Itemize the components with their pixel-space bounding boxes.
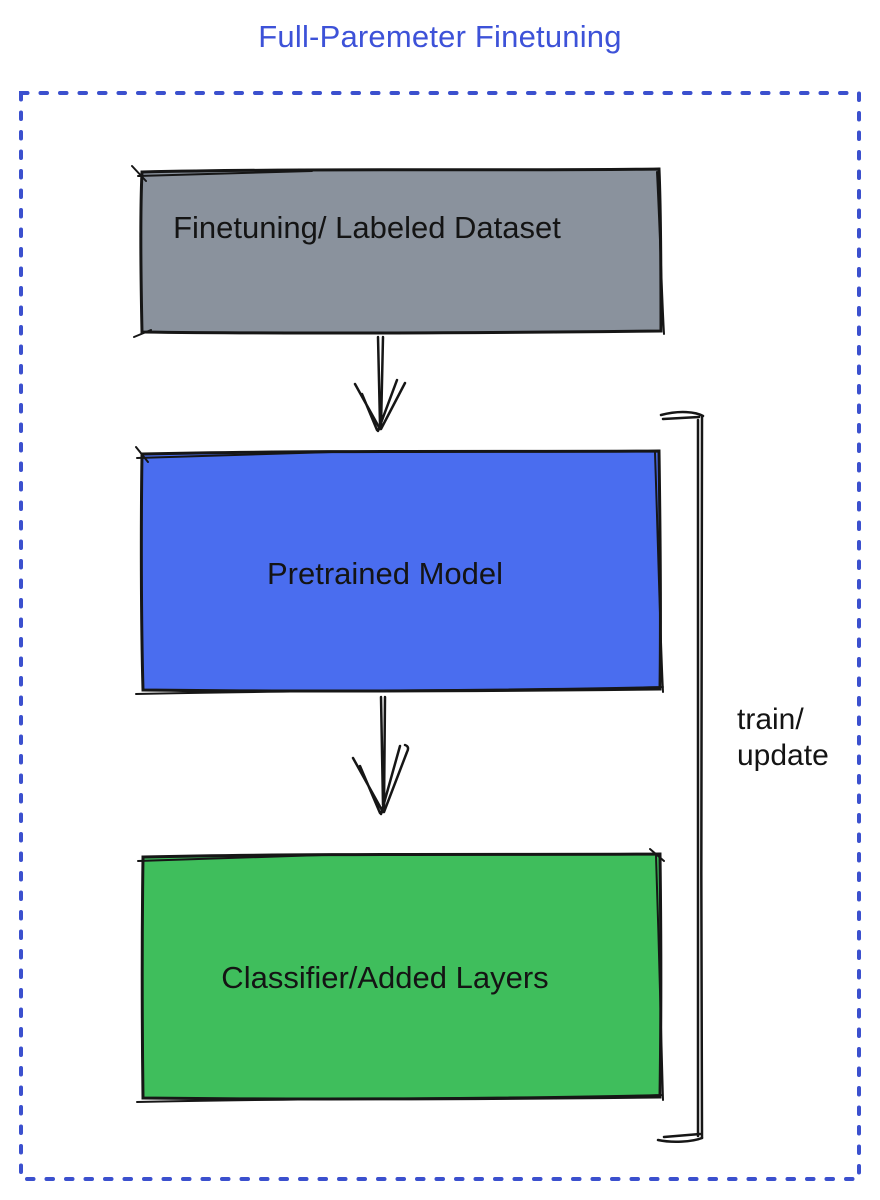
arrow-model-to-classifier-shaft bbox=[379, 695, 387, 810]
train-update-bracket-top-hook bbox=[659, 410, 705, 421]
box-classifier-added-layers bbox=[136, 848, 665, 1103]
box-pretrained-model bbox=[135, 446, 664, 695]
diagram-title: Full-Paremeter Finetuning bbox=[258, 19, 622, 54]
arrow-dataset-to-model-head bbox=[353, 378, 407, 433]
arrow-dataset-to-model bbox=[353, 335, 407, 433]
arrow-model-to-classifier bbox=[351, 695, 410, 816]
box-label-pretrained-model: Pretrained Model bbox=[266, 556, 504, 591]
arrow-model-to-classifier-head bbox=[351, 743, 410, 816]
train-update-bracket-vertical bbox=[696, 414, 704, 1140]
train-update-label: train/ update bbox=[737, 703, 829, 772]
box-label-classifier-added-layers: Classifier/Added Layers bbox=[221, 960, 549, 995]
box-finetuning-dataset bbox=[131, 165, 665, 338]
arrow-dataset-to-model-shaft bbox=[376, 335, 385, 429]
box-finetuning-dataset-shape bbox=[139, 167, 663, 335]
box-label-finetuning-dataset: Finetuning/ Labeled Dataset bbox=[173, 210, 561, 245]
dotted-border bbox=[19, 91, 861, 1181]
box-finetuning-dataset-sketch bbox=[131, 165, 665, 338]
train-update-bracket bbox=[656, 410, 705, 1143]
train-update-bracket-bottom-hook bbox=[656, 1132, 704, 1143]
box-pretrained-model-sketch bbox=[135, 446, 664, 695]
box-classifier-added-layers-sketch bbox=[136, 848, 665, 1103]
box-pretrained-model-shape bbox=[139, 449, 662, 693]
box-classifier-added-layers-shape bbox=[140, 852, 663, 1101]
